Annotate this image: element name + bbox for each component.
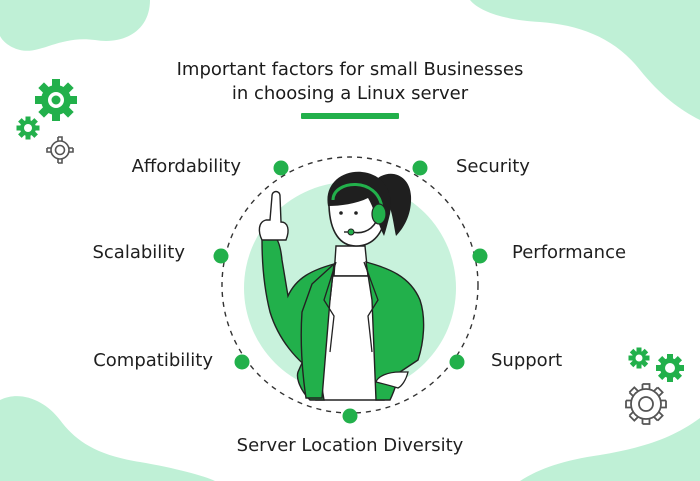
title-line-2: in choosing a Linux server (231, 83, 469, 104)
dot-scalability (213, 248, 229, 264)
factor-label-server-location-diversity: Server Location Diversity (236, 435, 464, 456)
dot-performance (472, 248, 488, 264)
dot-support (449, 354, 465, 370)
dot-server-location (342, 408, 358, 424)
title-underline (301, 113, 399, 119)
dot-compatibility (234, 354, 250, 370)
page-title: Important factors for small Businesses i… (100, 58, 600, 106)
title-line-1: Important factors for small Businesses (176, 59, 524, 80)
factor-label-security: Security (456, 156, 530, 177)
factor-label-compatibility: Compatibility (93, 350, 213, 371)
factor-label-scalability: Scalability (92, 242, 185, 263)
dot-affordability (273, 160, 289, 176)
person-illustration (258, 171, 425, 401)
factor-label-affordability: Affordability (131, 156, 241, 177)
gear-icon (46, 136, 74, 164)
dot-security (412, 160, 428, 176)
factor-label-support: Support (491, 350, 563, 371)
factor-label-performance: Performance (512, 242, 627, 263)
ring-dots (213, 160, 488, 424)
gear-icon (625, 383, 667, 425)
headset-icon (331, 183, 387, 236)
